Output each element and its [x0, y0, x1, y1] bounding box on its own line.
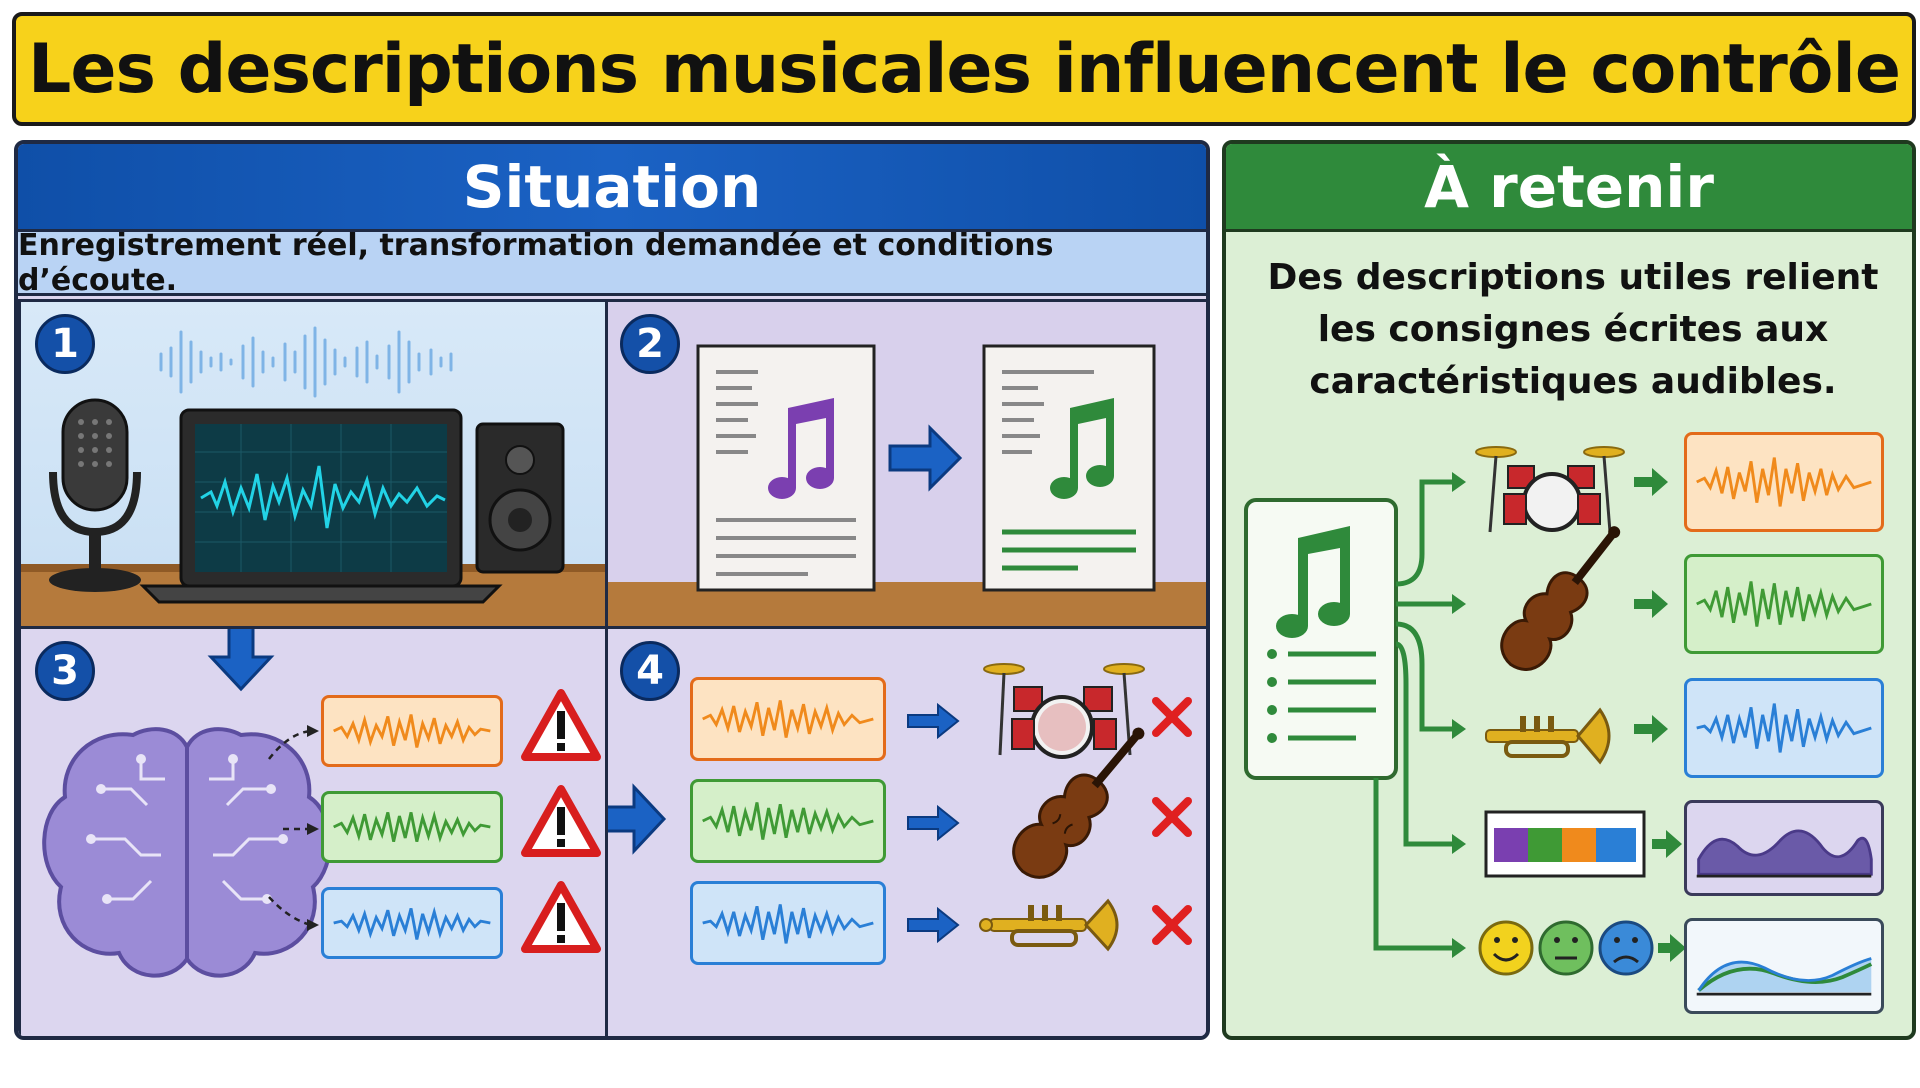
waveform-blue: [321, 887, 503, 959]
arrow-right-icon: [888, 424, 963, 492]
situation-subtitle-text: Enregistrement réel, transformation dema…: [18, 227, 1054, 298]
waveform-orange: [1684, 432, 1884, 532]
waveform-blue: [690, 881, 886, 965]
sad-face-icon: [1598, 920, 1654, 976]
sound-wave-icon: [159, 326, 453, 398]
step-4-badge: 4: [620, 641, 680, 701]
document-purple-icon: [696, 344, 876, 592]
mismatch-scene: [608, 663, 1192, 952]
step-1-badge: 1: [35, 314, 95, 374]
error-x-icon: [1152, 697, 1192, 737]
trumpet-icon: [1485, 707, 1611, 765]
error-x-icon: [1152, 797, 1192, 837]
happy-face-icon: [1478, 920, 1534, 976]
situation-subtitle: Enregistrement réel, transformation dema…: [18, 228, 1206, 298]
retenir-diagram: [1244, 446, 1686, 976]
waveform-green: [690, 779, 886, 863]
warning-icon: [521, 689, 601, 761]
arrow-down-icon: [207, 629, 275, 692]
arrow-right-icon: [608, 783, 667, 855]
title-bar: Les descriptions musicales influencent l…: [12, 12, 1916, 126]
step-4-mismatch: 4: [605, 626, 1206, 1036]
waveform-orange: [321, 695, 503, 767]
retenir-panel: À retenir Des descriptions utiles relien…: [1222, 140, 1916, 1040]
situation-header-label: Situation: [462, 152, 762, 221]
waveform-blue: [1684, 678, 1884, 778]
step-2-badge: 2: [620, 314, 680, 374]
warning-icon: [521, 881, 601, 953]
document-music-icon: [1244, 498, 1398, 780]
step-3-model-output: 3: [18, 626, 608, 1036]
drum-kit-icon: [983, 663, 1145, 759]
model-scene: [42, 629, 601, 978]
emotion-curve: [1684, 918, 1884, 1014]
recording-scene: [21, 326, 605, 626]
violin-icon: [1012, 727, 1145, 879]
retenir-text: Des descriptions utiles relient les cons…: [1267, 257, 1879, 402]
violin-icon: [1500, 526, 1621, 671]
retenir-header-label: À retenir: [1424, 152, 1714, 221]
error-x-icon: [1152, 905, 1192, 945]
step-1-recording: 1: [18, 299, 608, 629]
situation-header: Situation: [18, 144, 1206, 232]
transformation-scene: [608, 344, 1206, 626]
color-palette-icon: [1484, 810, 1646, 878]
microphone-icon: [49, 398, 141, 592]
drum-kit-icon: [1475, 446, 1625, 533]
situation-panel: Situation Enregistrement réel, transform…: [14, 140, 1210, 1040]
neutral-face-icon: [1538, 920, 1594, 976]
page-title: Les descriptions musicales influencent l…: [28, 29, 1901, 109]
waveform-green: [321, 791, 503, 863]
step-2-transformation: 2: [605, 299, 1206, 629]
laptop-icon: [139, 408, 503, 604]
waveform-orange: [690, 677, 886, 761]
brain-icon: [42, 727, 332, 978]
retenir-header: À retenir: [1226, 144, 1912, 232]
speaker-icon: [475, 422, 565, 574]
warning-icon: [521, 785, 601, 857]
waveform-green: [1684, 554, 1884, 654]
document-green-icon: [982, 344, 1156, 592]
step-3-badge: 3: [35, 641, 95, 701]
trumpet-icon: [979, 898, 1119, 952]
spectrum-shape: [1684, 800, 1884, 896]
